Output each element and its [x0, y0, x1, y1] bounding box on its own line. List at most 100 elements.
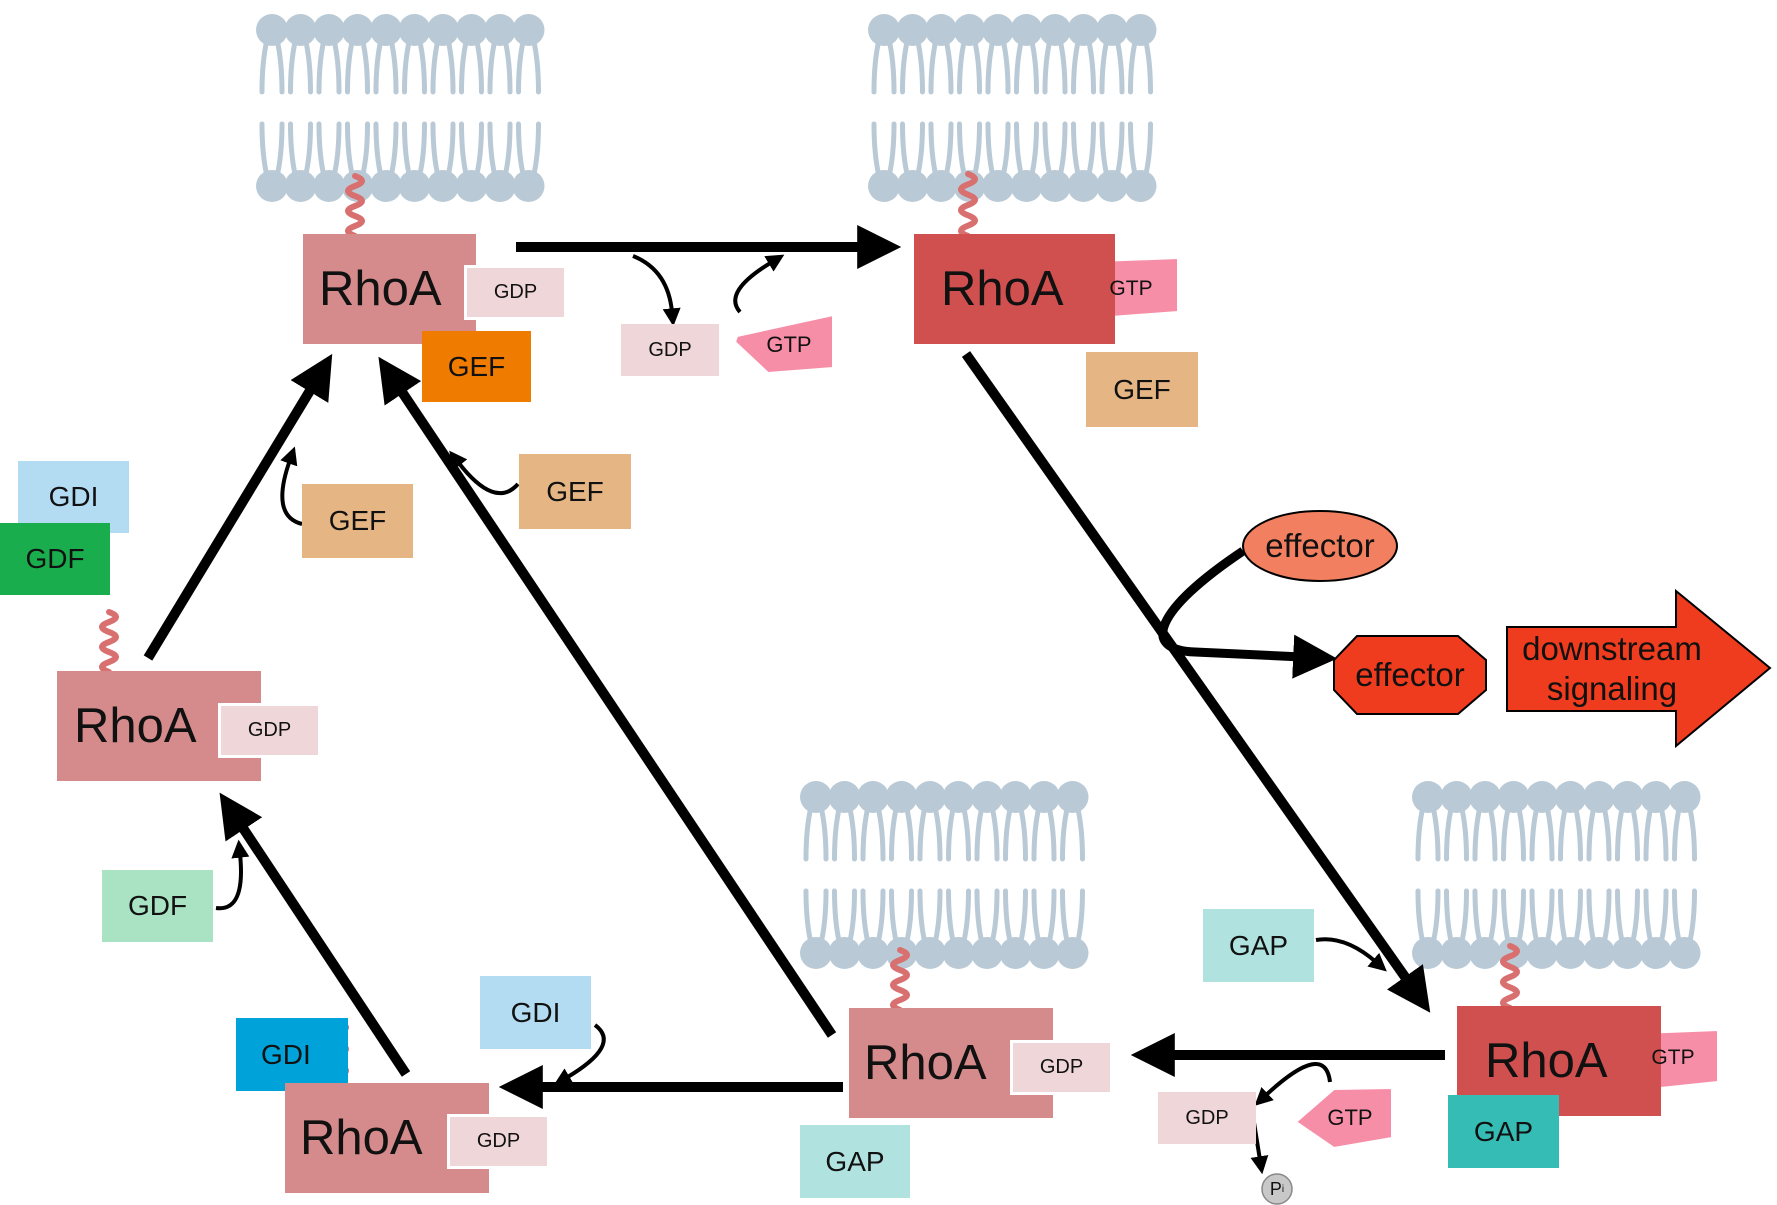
- lipid-tail: [961, 888, 971, 946]
- lipid-tail: [943, 37, 954, 95]
- lipid-tail: [316, 37, 327, 95]
- lipid-tail: [871, 121, 882, 179]
- lipid-tail: [1487, 804, 1498, 862]
- lipid-tail: [459, 37, 469, 95]
- lipid-head: [398, 14, 431, 46]
- gdf-free: GDF: [102, 870, 213, 942]
- lipid-head: [1554, 781, 1587, 813]
- rhoa-label: RhoA: [74, 699, 197, 753]
- gdp-nucleotide: GDP: [1010, 1040, 1113, 1095]
- lipid-tail: [288, 121, 298, 179]
- lipid-tail: [1444, 804, 1454, 862]
- rhoa-membrane-gdp: RhoA: [303, 234, 476, 344]
- lipid-tail: [502, 121, 513, 179]
- lipid-head: [1640, 781, 1672, 813]
- lipid-head: [999, 781, 1032, 813]
- lipid-tail: [1000, 37, 1011, 95]
- lipid-head: [1412, 781, 1444, 813]
- lipid-head: [1583, 937, 1615, 969]
- lipid-tail: [402, 37, 412, 95]
- gap-released: GAP: [800, 1125, 910, 1198]
- lipid-tail: [1057, 37, 1068, 95]
- lipid-tail: [1042, 121, 1053, 179]
- lipid-head: [1067, 170, 1100, 202]
- lipid-head: [896, 170, 929, 202]
- lipid-head: [885, 781, 918, 813]
- lipid-head: [953, 14, 986, 46]
- lipid-tail: [1573, 888, 1583, 946]
- gdp-released: GDP: [621, 324, 719, 376]
- lipid-tail: [1615, 888, 1625, 946]
- gdi-released: GDI: [18, 461, 129, 533]
- lipid-tail: [331, 121, 342, 179]
- lipid-head: [1010, 14, 1043, 46]
- lipid-tail: [1459, 804, 1469, 862]
- lipid-tail: [1114, 37, 1125, 95]
- lipid-tail: [847, 888, 857, 946]
- lipid-tail: [1415, 804, 1426, 862]
- lipid-tail: [1516, 804, 1526, 862]
- lipid-tail: [1658, 804, 1669, 862]
- lipid-head: [1469, 937, 1501, 969]
- lipid-tail: [1487, 888, 1498, 946]
- arrow-gap-assist: [1315, 937, 1387, 972]
- lipid-head: [1526, 781, 1558, 813]
- lipid-tail: [943, 121, 954, 179]
- lipid-head: [1611, 937, 1644, 969]
- arrow-gdf-release: [219, 792, 411, 1077]
- lipid-tail: [860, 888, 871, 946]
- lipid-tail: [1128, 37, 1138, 95]
- lipid-tail: [1075, 888, 1085, 946]
- lipid-tail: [818, 804, 829, 862]
- lipid-tail: [474, 121, 484, 179]
- lipid-head: [971, 781, 1003, 813]
- lipid-head: [857, 781, 889, 813]
- lipid-head: [1668, 937, 1701, 969]
- gdp-product: GDP: [1158, 1092, 1256, 1144]
- lipid-tail: [445, 121, 456, 179]
- lipid-tail: [417, 37, 427, 95]
- lipid-head: [1554, 937, 1587, 969]
- lipid-tail: [886, 121, 897, 179]
- effector-active: [1333, 635, 1487, 715]
- lipid-tail: [860, 804, 871, 862]
- lipid-tail: [1558, 888, 1568, 946]
- lipid-tail: [985, 121, 996, 179]
- lipid-tail: [1143, 37, 1153, 95]
- lipid-tail: [917, 888, 928, 946]
- arrow-gdp-release: [632, 254, 681, 327]
- lipid-head: [370, 170, 402, 202]
- lipid-head: [982, 170, 1014, 202]
- lipid-tail: [974, 804, 985, 862]
- gef-free-middle: GEF: [519, 454, 631, 529]
- lipid-tail: [900, 37, 910, 95]
- gdp-nucleotide: GDP: [464, 265, 567, 320]
- lipid-tail: [1099, 121, 1110, 179]
- membrane-top-right: [868, 14, 1157, 202]
- lipid-tail: [832, 804, 842, 862]
- lipid-tail: [1018, 888, 1028, 946]
- lipid-tail: [803, 804, 814, 862]
- lipid-tail: [1630, 804, 1640, 862]
- lipid-tail: [1042, 37, 1053, 95]
- lipid-tail: [1128, 121, 1138, 179]
- lipid-anchor: [1500, 943, 1520, 1011]
- lipid-tail: [875, 804, 886, 862]
- lipid-head: [1056, 937, 1089, 969]
- lipid-head: [800, 781, 832, 813]
- lipid-tail: [1586, 804, 1597, 862]
- lipid-tail: [502, 37, 513, 95]
- gef-free-left: GEF: [302, 484, 413, 558]
- lipid-tail: [1003, 888, 1013, 946]
- gdp-nucleotide: GDP: [218, 703, 321, 758]
- lipid-head: [1469, 781, 1501, 813]
- lipid-tail: [474, 37, 484, 95]
- lipid-tail: [875, 888, 886, 946]
- lipid-tail: [430, 37, 441, 95]
- lipid-tail: [1114, 121, 1125, 179]
- lipid-head: [1440, 781, 1473, 813]
- lipid-head: [942, 937, 975, 969]
- lipid-head: [868, 170, 900, 202]
- lipid-tail: [331, 37, 342, 95]
